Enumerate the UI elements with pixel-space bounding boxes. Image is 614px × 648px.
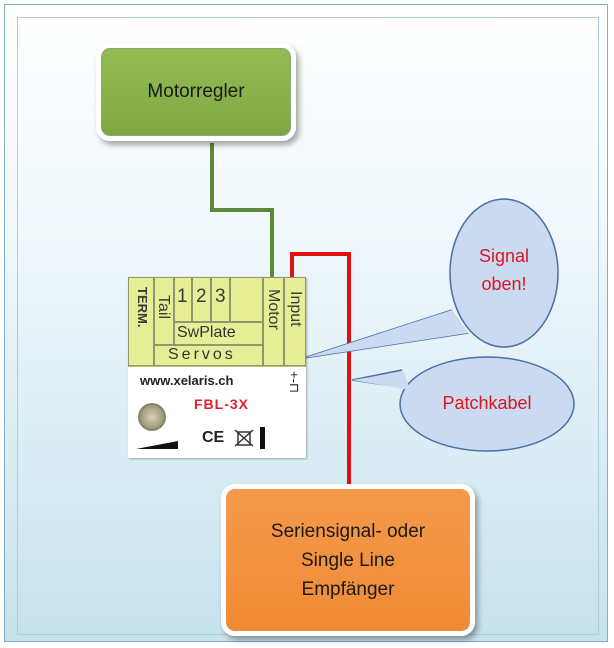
servo-1-cell (174, 277, 192, 322)
green-wire (210, 143, 274, 280)
callout-signal-line2: oben! (481, 274, 527, 294)
servos-label: Servos (168, 346, 236, 363)
module-url: www.xelaris.ch (140, 373, 234, 388)
motor-controller-box: Motorregler (96, 43, 296, 141)
swplate-label: SwPlate (177, 324, 236, 341)
motor-port-label: Motor (265, 289, 282, 330)
servo-3-cell (211, 277, 230, 322)
weee-bin-icon (234, 429, 254, 447)
spare-cell (230, 277, 263, 322)
pin-labels: +-⊓ (287, 371, 302, 394)
gain-knob-icon (138, 403, 166, 431)
ce-mark: CE (202, 429, 225, 446)
receiver-line2: Single Line (300, 549, 396, 571)
tail-label: Tail (155, 295, 172, 320)
receiver-line1: Seriensignal- oder (270, 520, 426, 542)
callout-patch-bubble (351, 356, 575, 452)
receiver-box: Seriensignal- oder Single Line Empfänger (221, 484, 475, 636)
fbl-module: TERM. Tail 1 2 3 SwPlate Servos Motor In… (128, 277, 306, 458)
callout-patch-text: Patchkabel (410, 393, 564, 414)
servo-2-label: 2 (196, 286, 207, 307)
servo-2-cell (192, 277, 211, 322)
callout-patch-label: Patchkabel (442, 393, 532, 413)
servo-1-label: 1 (177, 286, 188, 307)
motor-cell (263, 277, 284, 366)
input-port-label: Input (287, 291, 304, 327)
bar-mark (260, 427, 265, 449)
tail-cell (154, 277, 174, 345)
servos-cell (154, 345, 263, 366)
module-connector-panel: TERM. Tail 1 2 3 SwPlate Servos Motor In… (128, 277, 306, 367)
module-model: FBL-3X (194, 396, 249, 412)
red-patch-cable (290, 252, 351, 488)
swplate-cell (174, 322, 263, 345)
motor-controller-label: Motorregler (147, 81, 245, 102)
callout-signal-text: Signal oben! (456, 242, 552, 298)
term-label: TERM. (135, 287, 150, 328)
term-cell (128, 277, 154, 366)
gain-wedge-icon (136, 441, 178, 449)
callout-signal-line1: Signal (478, 246, 530, 266)
servo-3-label: 3 (215, 286, 226, 307)
receiver-line3: Empfänger (301, 578, 395, 600)
input-cell (284, 277, 306, 366)
callout-signal-bubble (303, 198, 559, 359)
